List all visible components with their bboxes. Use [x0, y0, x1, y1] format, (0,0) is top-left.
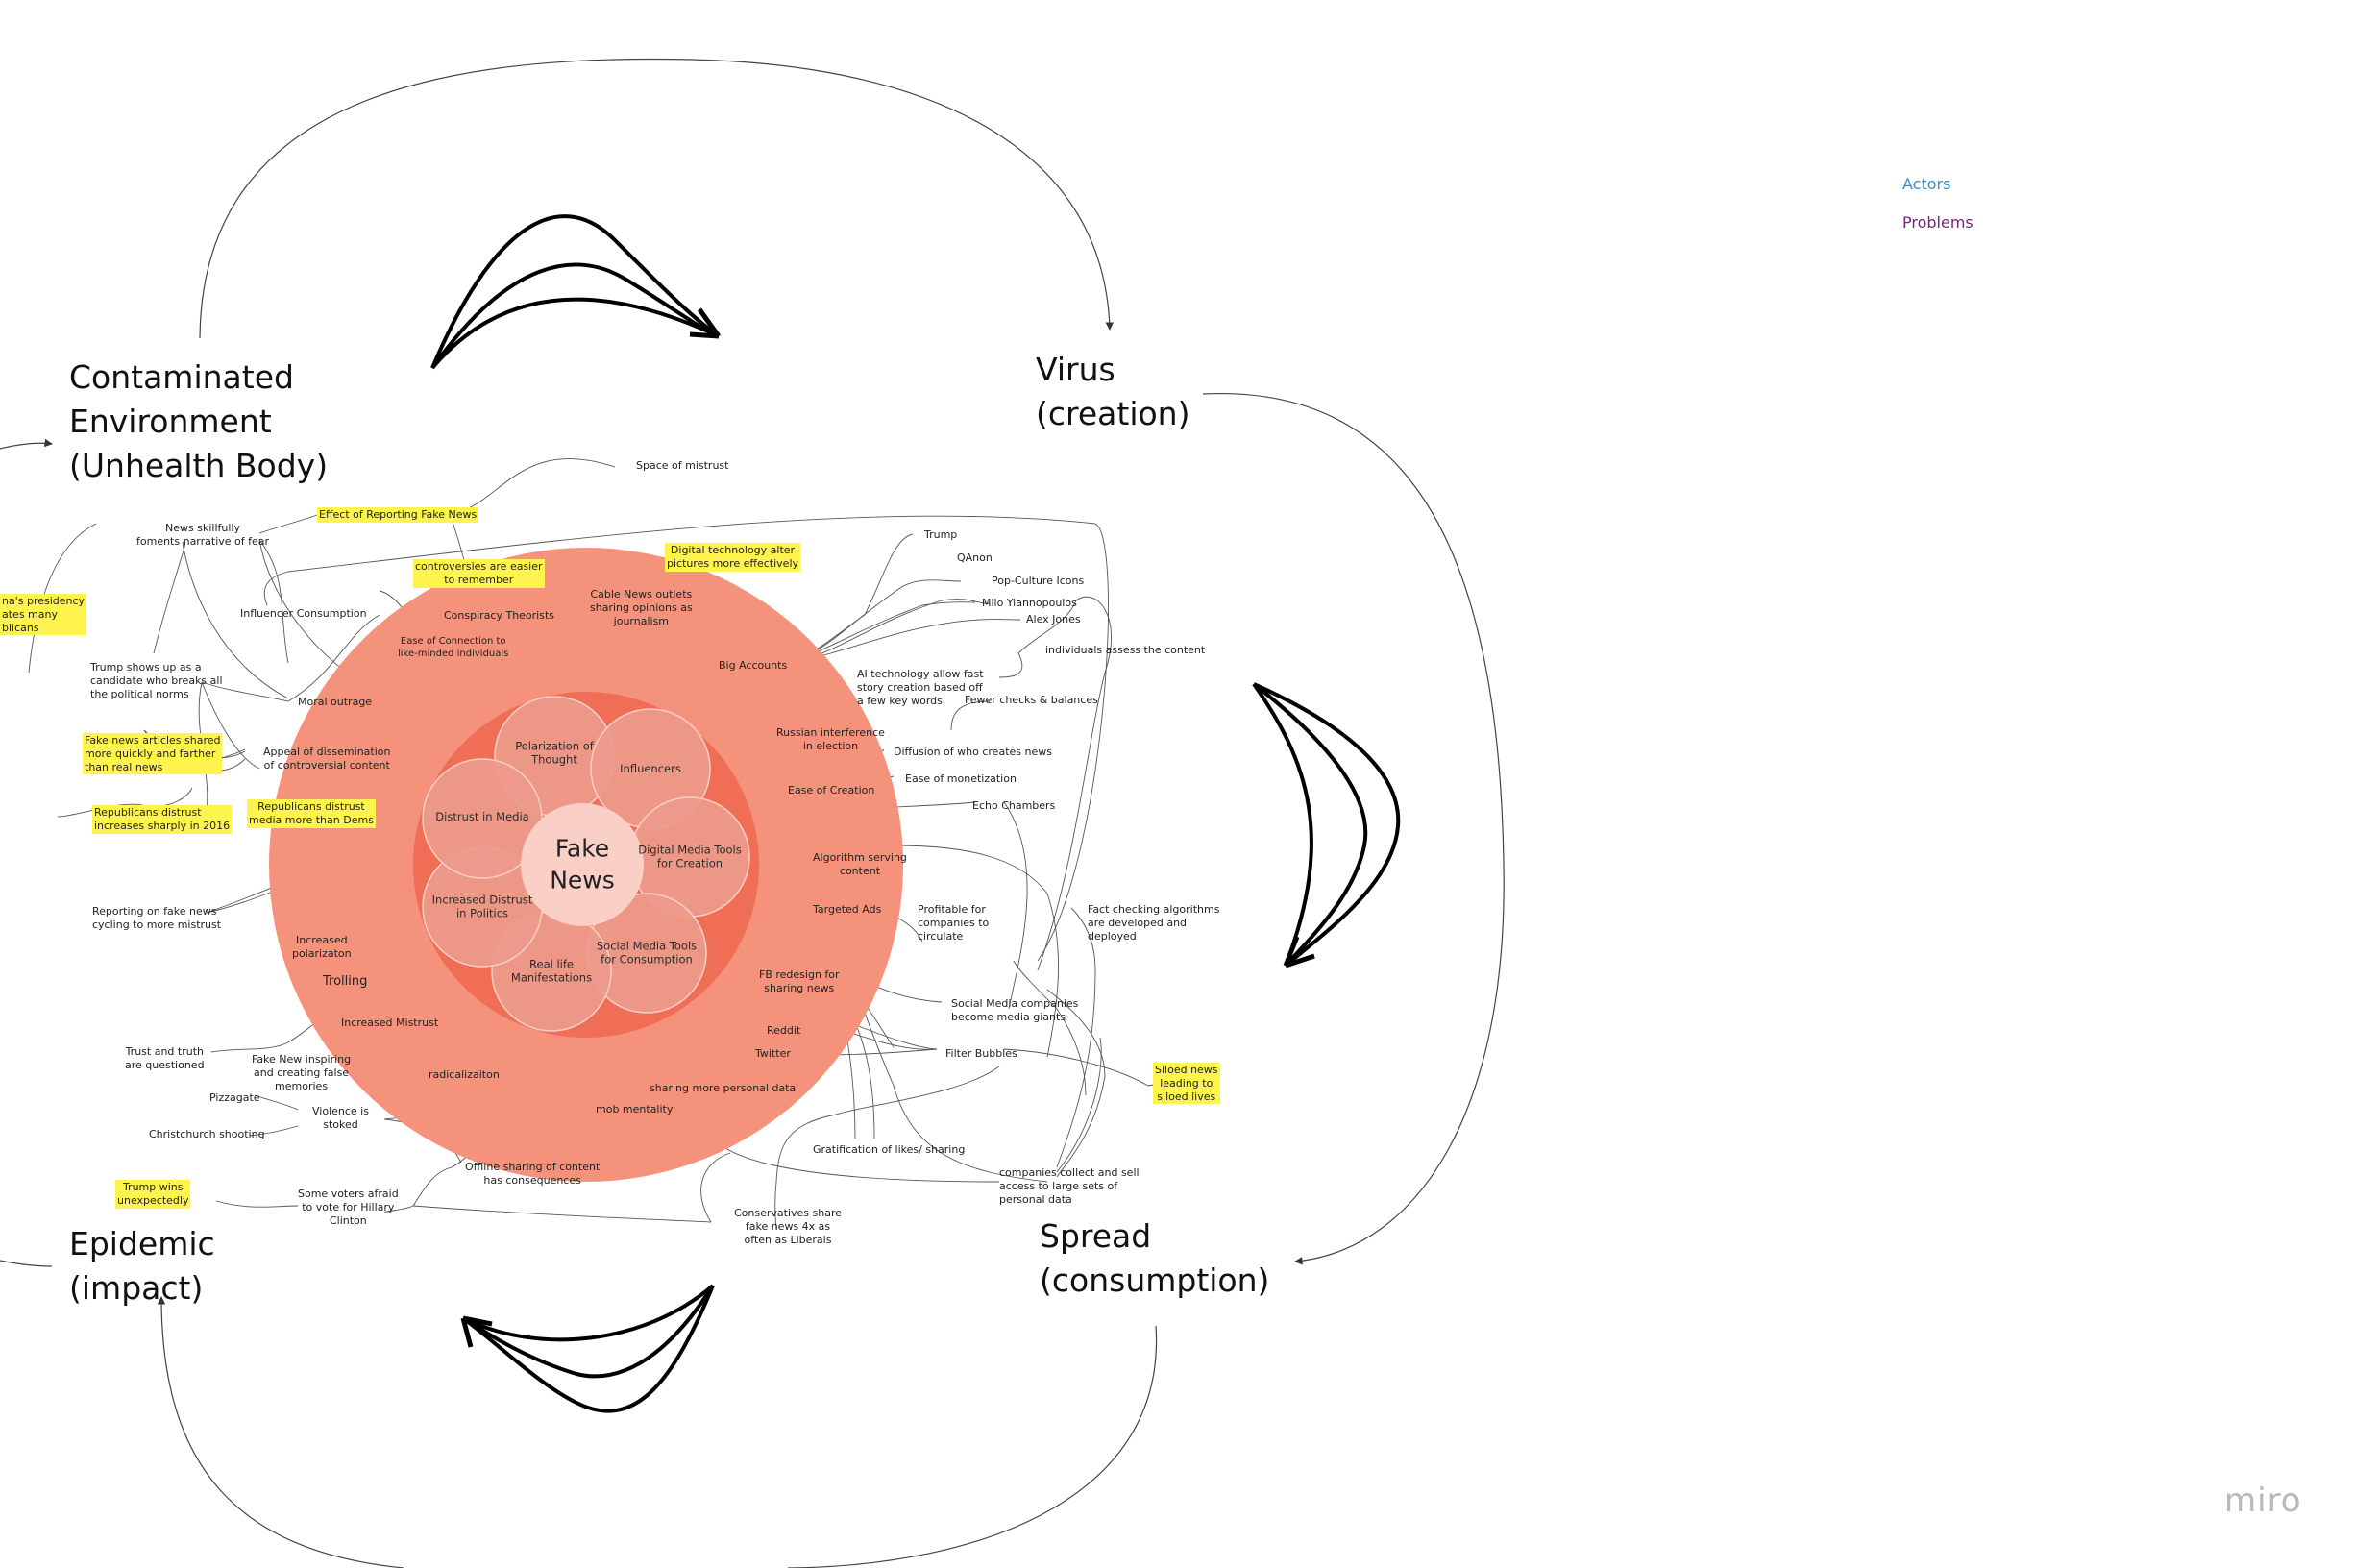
note-ease-creation: Ease of Creation	[788, 784, 875, 796]
stage-contaminated: Contaminated Environment (Unhealth Body)	[69, 358, 329, 485]
note-targeted-ads: Targeted Ads	[813, 903, 882, 916]
petal-label-polarization: Polarization of Thought	[515, 739, 594, 767]
note-conservatives: Conservatives share fake news 4x as ofte…	[734, 1207, 843, 1246]
note-alex: Alex Jones	[1026, 613, 1081, 625]
center-label: Fake News	[550, 834, 615, 894]
flow-swoosh-top	[430, 214, 722, 370]
note-gratification: Gratification of likes/ sharing	[813, 1143, 966, 1156]
note-rep-media: Republicans distrust media more than Dem…	[247, 799, 376, 828]
petal-label-distrust-politics: Increased Distrust in Politics	[431, 893, 533, 920]
note-trump-candidate: Trump shows up as a candidate who breaks…	[90, 661, 223, 700]
note-digital-alter: Digital technology alter pictures more e…	[665, 543, 801, 572]
center-circle[interactable]	[521, 803, 644, 926]
legend-actors: Actors	[1902, 175, 1951, 193]
note-milo: Milo Yiannopoulos	[982, 597, 1077, 609]
note-diffusion: Diffusion of who creates news	[894, 746, 1052, 758]
note-ease-connection: Ease of Connection to like-minded indivi…	[398, 636, 509, 659]
note-conspiracy: Conspiracy Theorists	[444, 609, 555, 622]
note-trump-wins: Trump wins unexpectedly	[115, 1180, 191, 1209]
note-popculture: Pop-Culture Icons	[992, 575, 1085, 587]
note-fake-articles: Fake news articles shared more quickly a…	[83, 733, 223, 775]
note-appeal: Appeal of dissemination of controversial…	[263, 746, 391, 772]
note-siloed: Siloed news leading to siloed lives	[1153, 1063, 1220, 1105]
note-reporting-cycling: Reporting on fake news cycling to more m…	[92, 905, 222, 931]
note-mob: mob mentality	[596, 1103, 674, 1115]
petals	[422, 696, 750, 1032]
note-christchurch: Christchurch shooting	[149, 1128, 265, 1140]
petal-label-social-tools: Social Media Tools for Consumption	[596, 939, 698, 967]
note-companies-collect: companies collect and sell access to lar…	[999, 1166, 1140, 1206]
note-social-giants: Social Media companies become media gian…	[951, 997, 1079, 1023]
petal-label-distrust-media: Distrust in Media	[435, 809, 529, 823]
note-qanon: QAnon	[957, 551, 993, 564]
stage-spread: Spread (consumption)	[1040, 1217, 1270, 1300]
note-fake-inspiring: Fake New inspiring and creating false me…	[252, 1053, 352, 1092]
note-influencer-consumption: Influencer Consumption	[240, 607, 367, 620]
note-trust-truth: Trust and truth are questioned	[125, 1045, 205, 1071]
petal-label-digital-tools: Digital Media Tools for Creation	[638, 843, 742, 870]
flow-swoosh-bottom	[460, 1284, 715, 1413]
note-voters-afraid: Some voters afraid to vote for Hillary C…	[298, 1188, 399, 1227]
note-ai-tech: AI technology allow fast story creation …	[857, 668, 984, 707]
note-increased-mistrust: Increased Mistrust	[341, 1017, 439, 1029]
legend-problems: Problems	[1902, 213, 1973, 232]
note-violence: Violence is stoked	[312, 1105, 369, 1131]
note-profitable: Profitable for companies to circulate	[918, 903, 990, 943]
note-algorithm: Algorithm serving content	[813, 851, 907, 877]
note-twitter: Twitter	[755, 1047, 791, 1060]
note-offline: Offline sharing of content has consequen…	[465, 1161, 601, 1187]
note-obama: na's presidency ates many blicans	[0, 594, 87, 636]
note-space-mistrust: Space of mistrust	[636, 459, 729, 472]
note-fewer-checks: Fewer checks & balances	[965, 694, 1098, 706]
flow-swoosh-right	[1252, 682, 1401, 968]
note-individuals-assess: individuals assess the content	[1045, 644, 1206, 656]
note-trolling: Trolling	[323, 974, 368, 989]
note-fb-redesign: FB redesign for sharing news	[759, 968, 840, 994]
note-moral-outrage: Moral outrage	[298, 696, 373, 708]
note-russian: Russian interference in election	[776, 726, 885, 752]
note-ease-monetization: Ease of monetization	[905, 772, 1017, 785]
note-filter-bubbles: Filter Bubbles	[945, 1047, 1017, 1060]
note-trump: Trump	[924, 528, 958, 541]
miro-watermark: miro	[2224, 1482, 2302, 1520]
stage-virus: Virus (creation)	[1036, 351, 1190, 433]
note-cable-news: Cable News outlets sharing opinions as j…	[590, 588, 693, 627]
note-increased-polarization: Increased polarizaton	[292, 934, 352, 960]
note-fact-checking: Fact checking algorithms are developed a…	[1088, 903, 1220, 943]
note-sharing-personal: sharing more personal data	[650, 1082, 797, 1094]
petal-label-influencers: Influencers	[620, 761, 681, 775]
note-big-accounts: Big Accounts	[719, 659, 788, 672]
note-controversies: controversies are easier to remember	[413, 559, 545, 588]
cycle-arcs	[0, 58, 1505, 1568]
note-echo: Echo Chambers	[972, 799, 1056, 812]
note-news-skillfully: News skillfully foments narrative of fea…	[136, 522, 270, 548]
note-radicalization: radicalizaiton	[429, 1068, 500, 1081]
note-rep-2016: Republicans distrust increases sharply i…	[92, 805, 233, 834]
note-reddit: Reddit	[767, 1024, 801, 1037]
note-effect-reporting: Effect of Reporting Fake News	[317, 507, 479, 523]
stage-epidemic: Epidemic (impact)	[69, 1225, 215, 1308]
note-pizzagate: Pizzagate	[209, 1091, 260, 1104]
petal-label-real-life: Real life Manifestations	[510, 957, 593, 985]
